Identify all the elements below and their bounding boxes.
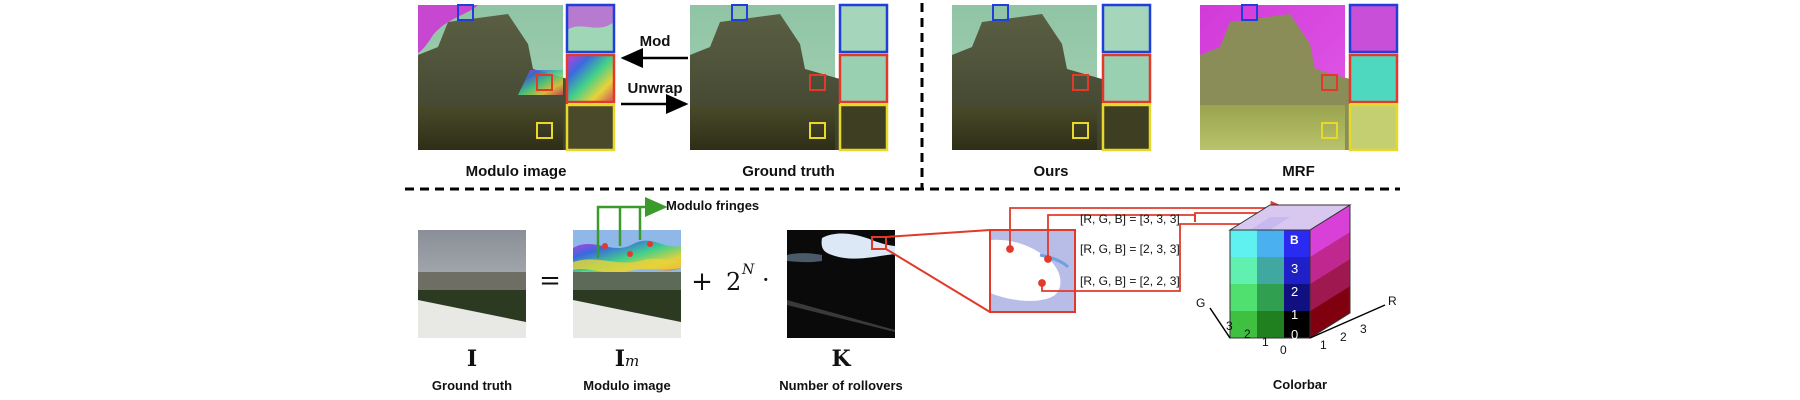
symbol-Im: Im <box>573 346 681 372</box>
caption-ground-truth-bottom: Ground truth <box>431 378 513 393</box>
modulo-fringes-pointers <box>596 197 668 258</box>
cube-r-tick-2: 2 <box>1340 330 1347 344</box>
caption-ours: Ours <box>1033 163 1069 180</box>
two-base: 2 <box>726 268 742 296</box>
unwrap-arrow-label: Unwrap <box>627 80 683 97</box>
symbol-I: I <box>466 346 478 372</box>
mrf-zoom-column <box>1348 3 1399 152</box>
modulo-photo <box>573 230 681 338</box>
cube-g-tick-0: 0 <box>1280 343 1287 357</box>
mrf-top <box>1200 4 1350 150</box>
cube-g-tick-3: 3 <box>1226 319 1233 333</box>
cube-r-tick-3: 3 <box>1360 322 1367 336</box>
rgb-leader-lines <box>1006 200 1299 292</box>
ours-zoom-column <box>1101 3 1152 152</box>
symbol-Im-base: I <box>614 346 626 372</box>
modulo-fringes-label: Modulo fringes <box>666 198 760 213</box>
plus-sign: + <box>691 267 713 297</box>
equals-sign: = <box>539 266 561 296</box>
rgb-label-3: [R, G, B] = [2, 2, 3] <box>1080 274 1180 288</box>
cube-b-tick-0: 0 <box>1291 327 1299 342</box>
cube-b-tick-2: 2 <box>1291 284 1299 299</box>
dot-operator: · <box>762 266 770 294</box>
ours-top <box>952 4 1102 150</box>
cube-b-tick-1: 1 <box>1291 307 1299 322</box>
colorbar-cube <box>1209 204 1386 339</box>
cube-r-axis: R <box>1388 294 1397 308</box>
caption-modulo-image-top: Modulo image <box>465 163 567 180</box>
caption-mrf: MRF <box>1282 163 1315 180</box>
mod-arrow-label: Mod <box>639 33 671 50</box>
rollover-zoom <box>885 229 1076 313</box>
caption-modulo-image-bottom: Modulo image <box>583 378 671 393</box>
symbol-Im-sub: m <box>625 352 640 370</box>
ground-truth-photo <box>418 230 526 338</box>
cube-g-axis: G <box>1196 296 1206 310</box>
caption-colorbar: Colorbar <box>1272 377 1328 392</box>
rgb-label-2: [R, G, B] = [2, 3, 3] <box>1080 242 1180 256</box>
cube-b-axis: B <box>1290 233 1299 247</box>
cube-g-tick-1: 1 <box>1262 335 1269 349</box>
symbol-K: K <box>831 346 851 372</box>
modulo-zoom-column <box>565 3 616 152</box>
cube-g-tick-2: 2 <box>1244 327 1251 341</box>
cube-b-tick-3: 3 <box>1291 261 1299 276</box>
ground-truth-zoom-column <box>838 3 889 152</box>
rgb-label-1: [R, G, B] = [3, 3, 3] <box>1080 212 1180 226</box>
caption-ground-truth-top: Ground truth <box>742 163 835 180</box>
cube-r-tick-1: 1 <box>1320 338 1327 352</box>
exponent-n: N <box>742 262 755 278</box>
caption-rollovers: Number of rollovers <box>779 378 903 393</box>
rollovers-photo <box>787 230 895 338</box>
modulo-image-top <box>418 4 568 150</box>
ground-truth-top <box>690 4 840 150</box>
